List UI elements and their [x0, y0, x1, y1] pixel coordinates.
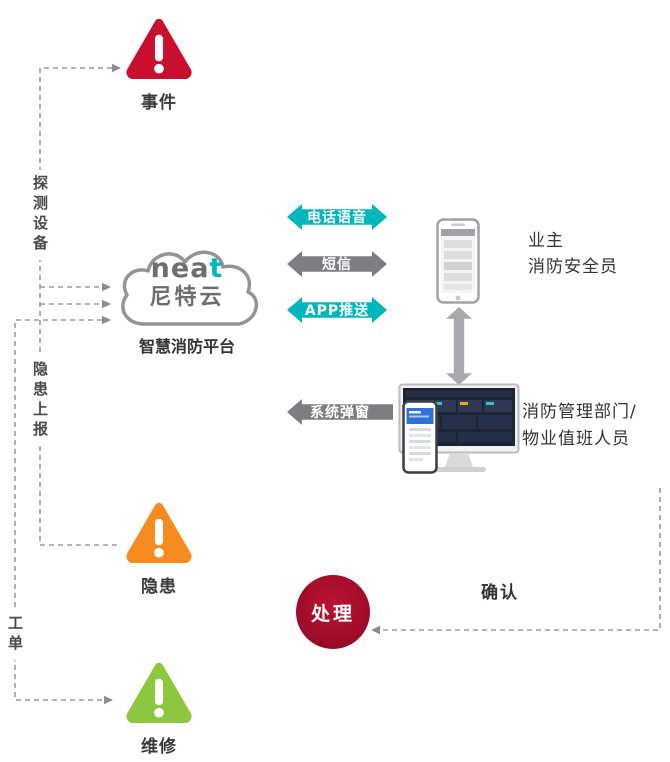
banner-sms: 短信 [287, 251, 387, 277]
event-node [122, 14, 196, 86]
edge-label-detect-device: 探测设备 [29, 170, 52, 260]
repair-warning-icon [126, 662, 192, 724]
banner-phone-voice: 电话语音 [287, 204, 387, 230]
management-label-line1: 消防管理部门/ [522, 402, 637, 422]
management-label-line2: 物业值班人员 [522, 429, 630, 449]
arrowhead-to-event [112, 63, 121, 73]
detect-hazard-line [39, 67, 118, 546]
owner-label-line2: 消防安全员 [528, 257, 618, 277]
hazard-warning-icon [126, 502, 192, 564]
edge-label-hazard-report: 隐患上报 [29, 356, 52, 446]
phone-icon [436, 218, 480, 304]
arrowhead-hazard-report [102, 299, 111, 309]
hazard-node [122, 498, 196, 570]
platform-label: 智慧消防平台 [138, 337, 235, 356]
platform-logo-cn: 尼特云 [149, 285, 225, 310]
event-label: 事件 [141, 93, 177, 113]
arrowhead-to-repair [104, 695, 113, 705]
phone-monitor-double-arrow-icon [446, 307, 472, 385]
edge-label-work-order: 工单 [4, 610, 27, 660]
management-phone [402, 400, 438, 478]
platform-logo-latin: neat [150, 253, 224, 284]
platform-cloud [112, 240, 264, 340]
platform-logo: neat 尼特云 [112, 254, 262, 312]
owner-phone [436, 218, 480, 308]
handle-label: 处理 [310, 602, 355, 625]
arrowhead-detect [102, 282, 111, 292]
event-warning-icon [126, 18, 192, 80]
repair-label: 维修 [141, 737, 177, 757]
owner-label-line1: 业主 [528, 231, 564, 251]
platform-logo-accent: t [209, 253, 224, 284]
confirm-label: 确认 [481, 583, 519, 603]
cloud-icon [121, 250, 259, 326]
handle-node: 处理 [296, 575, 370, 649]
banner-system-popup: 系统弹窗 [287, 399, 393, 425]
hazard-label: 隐患 [141, 577, 177, 597]
arrowhead-platform-third [102, 315, 111, 325]
repair-node [122, 658, 196, 730]
banner-app-push: APP推送 [287, 297, 387, 323]
app-phone-icon [402, 400, 438, 474]
confirm-line [380, 488, 661, 631]
arrowhead-to-handle [371, 625, 380, 635]
